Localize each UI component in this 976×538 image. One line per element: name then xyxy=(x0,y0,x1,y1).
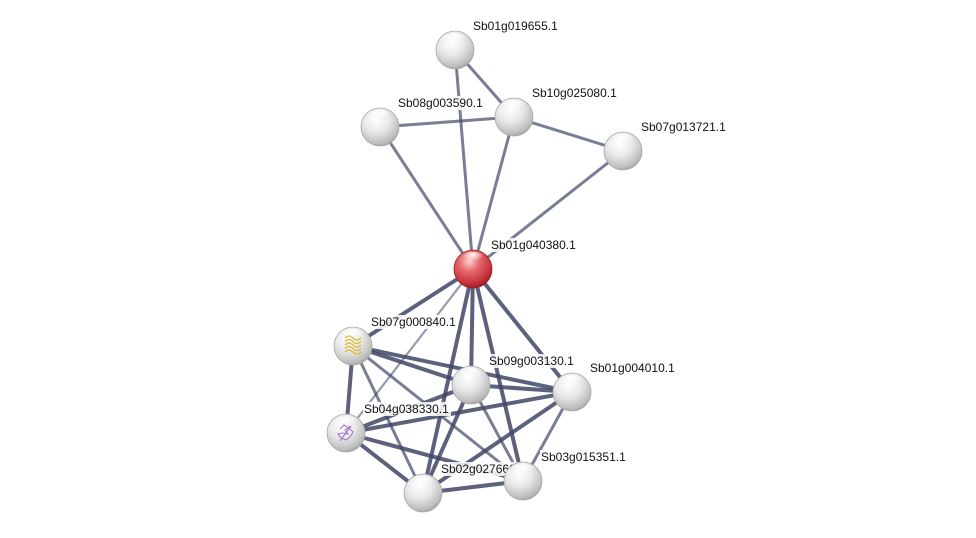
node-highlight xyxy=(461,251,485,266)
node-label: Sb10g025080.1 xyxy=(532,86,617,100)
node-highlight xyxy=(341,328,365,343)
node-label-background xyxy=(589,361,677,375)
node-Sb01g040380.1[interactable]: Sb01g040380.1 xyxy=(453,238,578,289)
node-label-background xyxy=(370,315,458,329)
edge-Sb01g004010.1-Sb04g038330.1[interactable] xyxy=(344,390,574,435)
node-Sb07g000840.1[interactable]: Sb07g000840.1 xyxy=(333,315,458,366)
node-Sb04g038330.1[interactable]: Sb04g038330.1 xyxy=(326,402,451,453)
node-label: Sb01g040380.1 xyxy=(491,238,576,252)
node-label: Sb02g027660.1 xyxy=(441,462,526,476)
node-Sb01g019655.1[interactable]: Sb01g019655.1 xyxy=(435,19,560,70)
edge-Sb07g000840.1-Sb02g027660.1[interactable] xyxy=(351,344,425,495)
edge-Sb08g003590.1-Sb10g025080.1[interactable] xyxy=(378,115,516,129)
node-label: Sb03g015351.1 xyxy=(541,450,626,464)
edge-Sb10g025080.1-Sb01g040380.1[interactable] xyxy=(471,115,516,271)
node-label-background xyxy=(397,96,485,110)
edge-Sb08g003590.1-Sb01g040380.1[interactable] xyxy=(378,125,475,271)
node-label: Sb01g019655.1 xyxy=(473,19,558,33)
edge-Sb07g000840.1-Sb09g003130.1[interactable] xyxy=(351,344,473,387)
edge-Sb09g003130.1-Sb02g027660.1[interactable] xyxy=(421,383,473,495)
node-Sb10g025080.1[interactable]: Sb10g025080.1 xyxy=(494,86,619,137)
node-label: Sb01g004010.1 xyxy=(590,361,675,375)
edge-Sb01g040380.1-Sb07g000840.1[interactable] xyxy=(351,267,475,348)
node-Sb07g013721.1[interactable]: Sb07g013721.1 xyxy=(603,120,728,171)
node-label-background xyxy=(490,238,578,252)
node-label: Sb07g013721.1 xyxy=(641,120,726,134)
node-highlight xyxy=(611,133,635,148)
node-label-background xyxy=(531,86,619,100)
node-label-background xyxy=(363,402,451,416)
edge-Sb01g004010.1-Sb02g027660.1[interactable] xyxy=(421,390,574,495)
node-highlight xyxy=(443,32,467,47)
node-Sb09g003130.1[interactable]: Sb09g003130.1 xyxy=(451,354,576,405)
node-highlight xyxy=(502,99,526,114)
node-label: Sb08g003590.1 xyxy=(398,96,483,110)
node-label: Sb07g000840.1 xyxy=(371,315,456,329)
node-Sb03g015351.1[interactable]: Sb03g015351.1 xyxy=(503,450,628,501)
edge-Sb01g040380.1-Sb01g004010.1[interactable] xyxy=(471,267,574,394)
node-label: Sb04g038330.1 xyxy=(364,402,449,416)
node-highlight xyxy=(459,367,483,382)
node-highlight xyxy=(368,109,392,124)
node-label-background xyxy=(488,354,576,368)
node-Sb08g003590.1[interactable]: Sb08g003590.1 xyxy=(360,96,485,147)
node-Sb01g004010.1[interactable]: Sb01g004010.1 xyxy=(552,361,677,412)
node-label-background xyxy=(472,19,560,33)
edge-Sb01g019655.1-Sb01g040380.1[interactable] xyxy=(453,48,475,271)
node-highlight xyxy=(411,475,435,490)
node-highlight xyxy=(560,374,584,389)
node-label-background xyxy=(640,120,728,134)
node-highlight xyxy=(334,415,358,430)
node-label-background xyxy=(540,450,628,464)
node-label: Sb09g003130.1 xyxy=(489,354,574,368)
node-highlight xyxy=(511,463,535,478)
